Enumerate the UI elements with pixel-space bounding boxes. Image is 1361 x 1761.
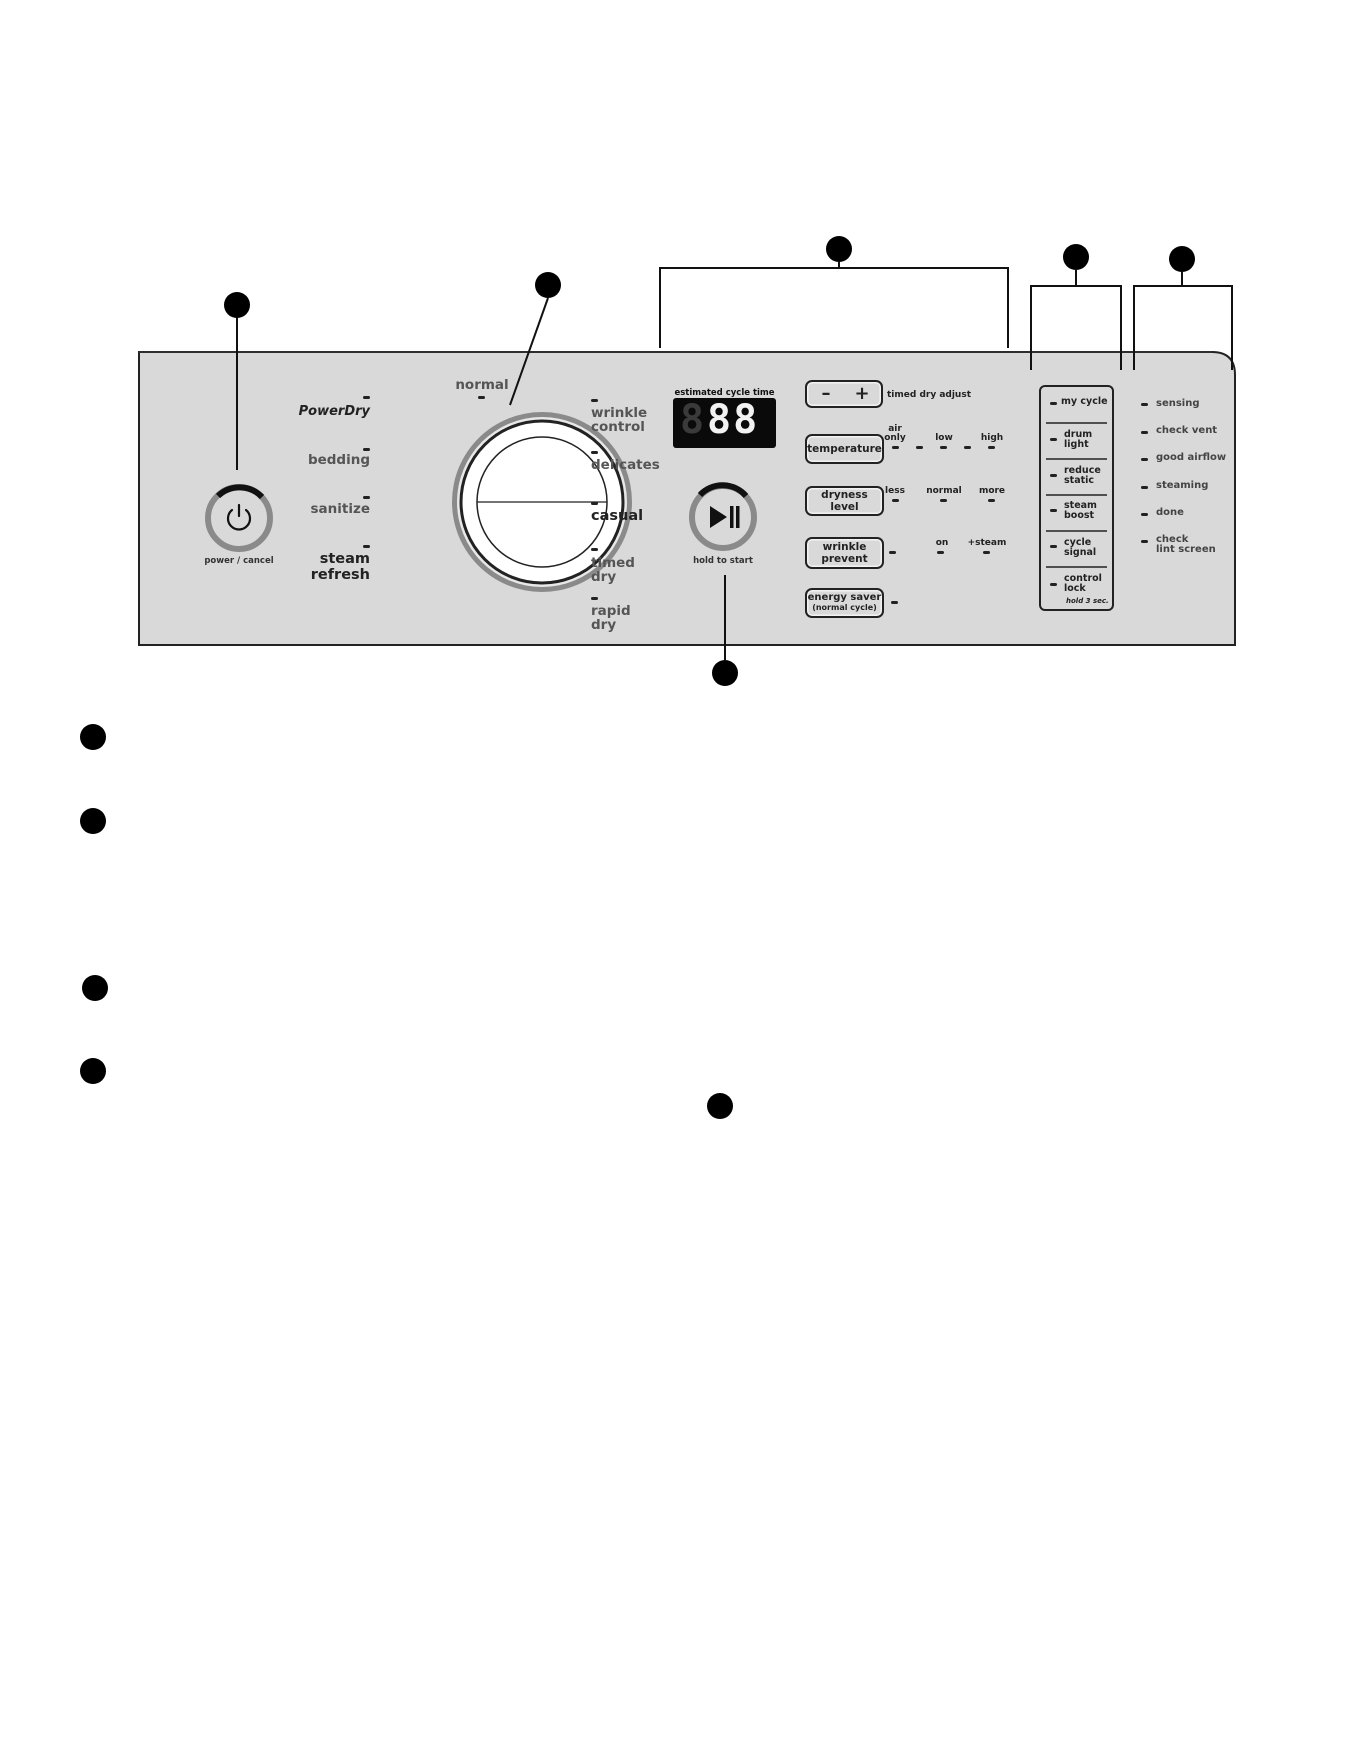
legend-marker-6 — [707, 1093, 733, 1119]
power-cancel-button[interactable] — [205, 484, 273, 552]
temperature-level-low: low — [935, 433, 953, 443]
callout-marker-2 — [535, 272, 561, 298]
cycle-time-display — [673, 398, 776, 448]
callout-marker-3 — [826, 236, 852, 262]
option-steam-boost[interactable]: steam boost — [1064, 500, 1097, 521]
cycle-label-normal[interactable]: normal — [455, 377, 509, 393]
legend-marker-1 — [80, 724, 106, 750]
cycle-label-rapid-dry[interactable]: rapid dry — [591, 603, 631, 633]
energy-saver-button[interactable]: energy saver (normal cycle) — [805, 588, 884, 618]
cycle-dial — [452, 412, 632, 592]
legend-marker-4 — [80, 1058, 106, 1084]
energy-saver-sublabel: (normal cycle) — [812, 603, 877, 612]
hold-to-start-label: hold to start — [693, 556, 753, 566]
legend-marker-2 — [80, 808, 106, 834]
option-cycle-signal[interactable]: cycle signal — [1064, 537, 1097, 558]
option-control-lock[interactable]: control lock — [1064, 573, 1102, 594]
dryness-level-less: less — [885, 486, 905, 496]
energy-saver-label: energy saver — [807, 592, 882, 603]
cycle-label-casual[interactable]: casual — [591, 508, 644, 524]
option-my-cycle[interactable]: my cycle — [1061, 396, 1108, 407]
display-ghost-digit: 8 — [680, 397, 705, 443]
power-icon — [226, 503, 252, 531]
option-drum-light[interactable]: drum light — [1064, 429, 1093, 450]
cycle-label-delicates[interactable]: delicates — [591, 457, 660, 473]
callout-line-2 — [509, 297, 549, 406]
timed-dry-adjust-label: timed dry adjust — [887, 390, 971, 400]
callout-marker-4 — [1063, 244, 1089, 270]
timed-dry-adjust-buttons: – + — [805, 380, 883, 408]
display-digits: 88 — [707, 397, 760, 443]
cycle-label-sanitize[interactable]: sanitize — [310, 501, 370, 517]
callout-marker-1 — [224, 292, 250, 318]
dryness-level-more: more — [978, 486, 1006, 496]
wrinkle-prevent-button[interactable]: wrinkle prevent — [805, 537, 884, 569]
dryness-level-button[interactable]: dryness level — [805, 486, 884, 516]
option-reduce-static[interactable]: reduce static — [1064, 465, 1101, 486]
status-check-lint-screen: check lint screen — [1156, 534, 1216, 555]
timed-dry-plus-button[interactable]: + — [854, 383, 870, 404]
timed-dry-minus-button[interactable]: – — [821, 383, 831, 404]
status-check-vent: check vent — [1156, 425, 1218, 436]
dryness-level-normal: normal — [926, 486, 962, 496]
wrinkle-prevent-on: on — [935, 538, 949, 548]
callout-marker-6 — [712, 660, 738, 686]
status-sensing: sensing — [1156, 398, 1200, 409]
my-cycle-box — [1039, 385, 1114, 611]
start-pause-button[interactable] — [689, 483, 757, 551]
cycle-label-timed-dry[interactable]: timed dry — [591, 555, 635, 585]
status-done: done — [1156, 507, 1184, 518]
callout-bracket-3 — [659, 267, 1009, 348]
power-cancel-label: power / cancel — [204, 556, 274, 566]
temperature-level-air-only: air only — [884, 424, 906, 443]
temperature-level-high: high — [980, 433, 1004, 443]
cycle-label-wrinkle-control[interactable]: wrinkle control — [591, 405, 648, 435]
status-good-airflow: good airflow — [1156, 452, 1227, 463]
cycle-label-bedding[interactable]: bedding — [307, 452, 370, 468]
cycle-label-steam-refresh[interactable]: steam refresh — [310, 551, 370, 583]
status-steaming: steaming — [1156, 480, 1209, 491]
wrinkle-prevent-steam: +steam — [967, 538, 1007, 548]
control-lock-note: hold 3 sec. — [1066, 597, 1109, 605]
cycle-label-powerdry[interactable]: PowerDry — [298, 404, 370, 419]
display-title: estimated cycle time — [674, 388, 775, 398]
play-pause-icon — [710, 506, 740, 528]
callout-marker-5 — [1169, 246, 1195, 272]
temperature-button[interactable]: temperature — [805, 434, 884, 464]
legend-marker-3 — [82, 975, 108, 1001]
